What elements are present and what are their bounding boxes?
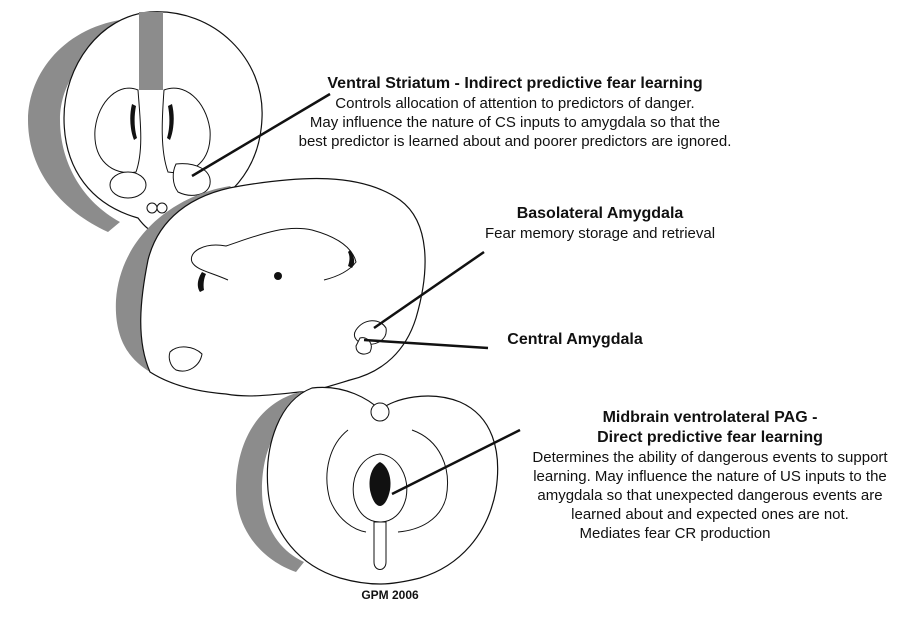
label-basolateral-amygdala: Basolateral Amygdala Fear memory storage… [440, 204, 760, 243]
section-midbrain-stem [374, 522, 386, 570]
credit-text: GPM 2006 [330, 588, 450, 602]
midbrain-pag-line-2: learning. May influence the nature of US… [496, 467, 924, 486]
section-striatum-small-left [147, 203, 157, 213]
midbrain-pag-line-1: Determines the ability of dangerous even… [496, 448, 924, 467]
section-striatum-small-right [157, 203, 167, 213]
label-midbrain-pag: Midbrain ventrolateral PAG - Direct pred… [496, 408, 924, 543]
ventral-striatum-heading: Ventral Striatum - Indirect predictive f… [250, 74, 780, 94]
ventral-striatum-line-3: best predictor is learned about and poor… [250, 132, 780, 151]
ventral-striatum-line-1: Controls allocation of attention to pred… [250, 94, 780, 113]
midbrain-pag-line-3: amygdala so that unexpected dangerous ev… [496, 486, 924, 505]
midbrain-pag-heading-2: Direct predictive fear learning [496, 428, 924, 448]
section-amygdala-ventricle-third [274, 272, 282, 280]
section-striatum-midline [139, 12, 163, 90]
midbrain-pag-heading-1: Midbrain ventrolateral PAG - [496, 408, 924, 428]
ventral-striatum-line-2: May influence the nature of CS inputs to… [250, 113, 780, 132]
basolateral-amygdala-line-1: Fear memory storage and retrieval [440, 224, 760, 243]
brain-section-midbrain [236, 387, 498, 584]
midbrain-pag-last-line: Mediates fear CR production [496, 524, 924, 543]
label-ventral-striatum: Ventral Striatum - Indirect predictive f… [250, 74, 780, 151]
nucleus-accumbens-left [110, 172, 146, 198]
section-midbrain-superior-colliculus [371, 403, 389, 421]
midbrain-pag-line-4: learned about and expected ones are not. [496, 505, 924, 524]
basolateral-amygdala-heading: Basolateral Amygdala [440, 204, 760, 224]
label-central-amygdala: Central Amygdala [470, 330, 680, 349]
